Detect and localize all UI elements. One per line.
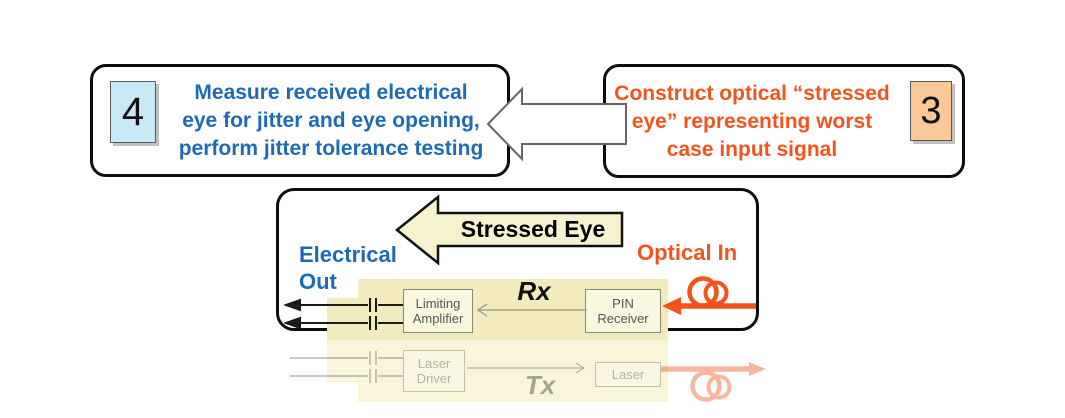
step-3-text-line: Construct optical “stressed — [614, 82, 890, 105]
step-4-text-line: perform jitter tolerance testing — [178, 137, 484, 160]
step-3-text: Construct optical “stressed eye” represe… — [614, 80, 890, 164]
step-3-box: Construct optical “stressed eye” represe… — [603, 64, 965, 178]
step-4-box: 4 Measure received electrical eye for ji… — [90, 64, 510, 177]
laser-label: Laser — [611, 367, 645, 382]
optical-in-label: Optical In — [637, 240, 738, 265]
step-4-text-line: eye for jitter and eye opening, — [182, 109, 480, 132]
limiting-amplifier-label: Limiting Amplifier — [412, 296, 464, 326]
optical-out-fiber-coil-icon — [661, 362, 766, 402]
limiting-amplifier-block: Limiting Amplifier — [403, 289, 473, 333]
step-3-number: 3 — [920, 89, 942, 132]
laser-block: Laser — [595, 362, 661, 387]
step-4-number-chip: 4 — [110, 81, 156, 143]
stressed-eye-arrow-icon — [395, 194, 624, 266]
flow-arrow-left-icon — [486, 86, 627, 162]
stressed-eye-label: Stressed Eye — [460, 215, 606, 242]
laser-driver-label: Laser Driver — [416, 356, 452, 386]
step-4-text-line: Measure received electrical — [194, 81, 468, 104]
electrical-out-label: Electrical Out — [299, 242, 397, 294]
laser-driver-block: Laser Driver — [403, 350, 465, 392]
optical-in-fiber-coil-icon — [662, 276, 756, 315]
tx-input-wires-icon — [290, 351, 403, 383]
step-3-text-line: eye” representing worst — [631, 110, 873, 133]
tx-module-panel-reflection — [327, 340, 668, 402]
step-4-text: Measure received electrical eye for jitt… — [161, 79, 501, 163]
step-3-text-line: case input signal — [666, 138, 838, 161]
tx-section-label: Tx — [524, 370, 556, 400]
step-4-number: 4 — [121, 89, 145, 134]
rx-section-label: Rx — [517, 276, 551, 306]
electrical-output-wires-icon — [284, 298, 403, 330]
pin-receiver-block: PIN Receiver — [585, 289, 661, 333]
rx-signal-arrow-icon — [476, 303, 587, 317]
pin-receiver-label: PIN Receiver — [597, 296, 649, 326]
step-3-number-chip: 3 — [910, 81, 952, 141]
tx-signal-arrow-icon — [467, 362, 586, 374]
